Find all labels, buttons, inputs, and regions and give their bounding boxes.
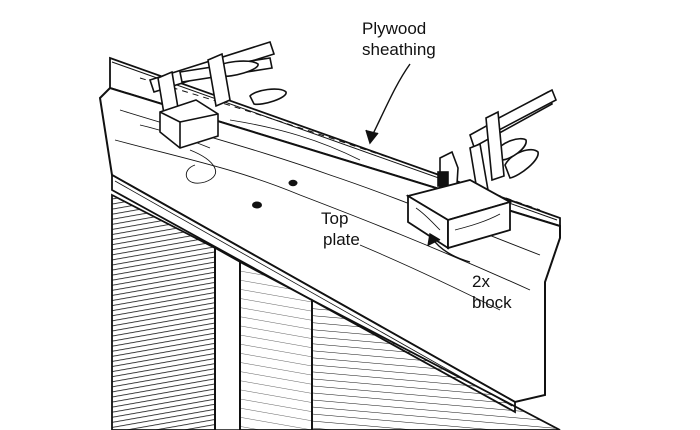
sheathing-leader: [369, 63, 411, 141]
top-plate-label-line2: plate: [323, 230, 360, 249]
block-leader-arrow: [427, 232, 441, 247]
top-plate-label-line1: Top: [321, 209, 348, 228]
labels: Plywood sheathing Top plate 2x block: [321, 19, 512, 312]
block-label-line2: block: [472, 293, 512, 312]
sheathing-leader-arrow: [365, 129, 379, 145]
sheathing-label-line2: sheathing: [362, 40, 436, 59]
left-clamp: [148, 40, 287, 149]
two-by-block: [405, 179, 513, 250]
wall-below: [111, 193, 561, 430]
right-clamp: [437, 88, 558, 212]
sheathing-label-line1: Plywood: [362, 19, 426, 38]
block-label-line1: 2x: [472, 272, 490, 291]
leader-lines: [365, 63, 471, 263]
